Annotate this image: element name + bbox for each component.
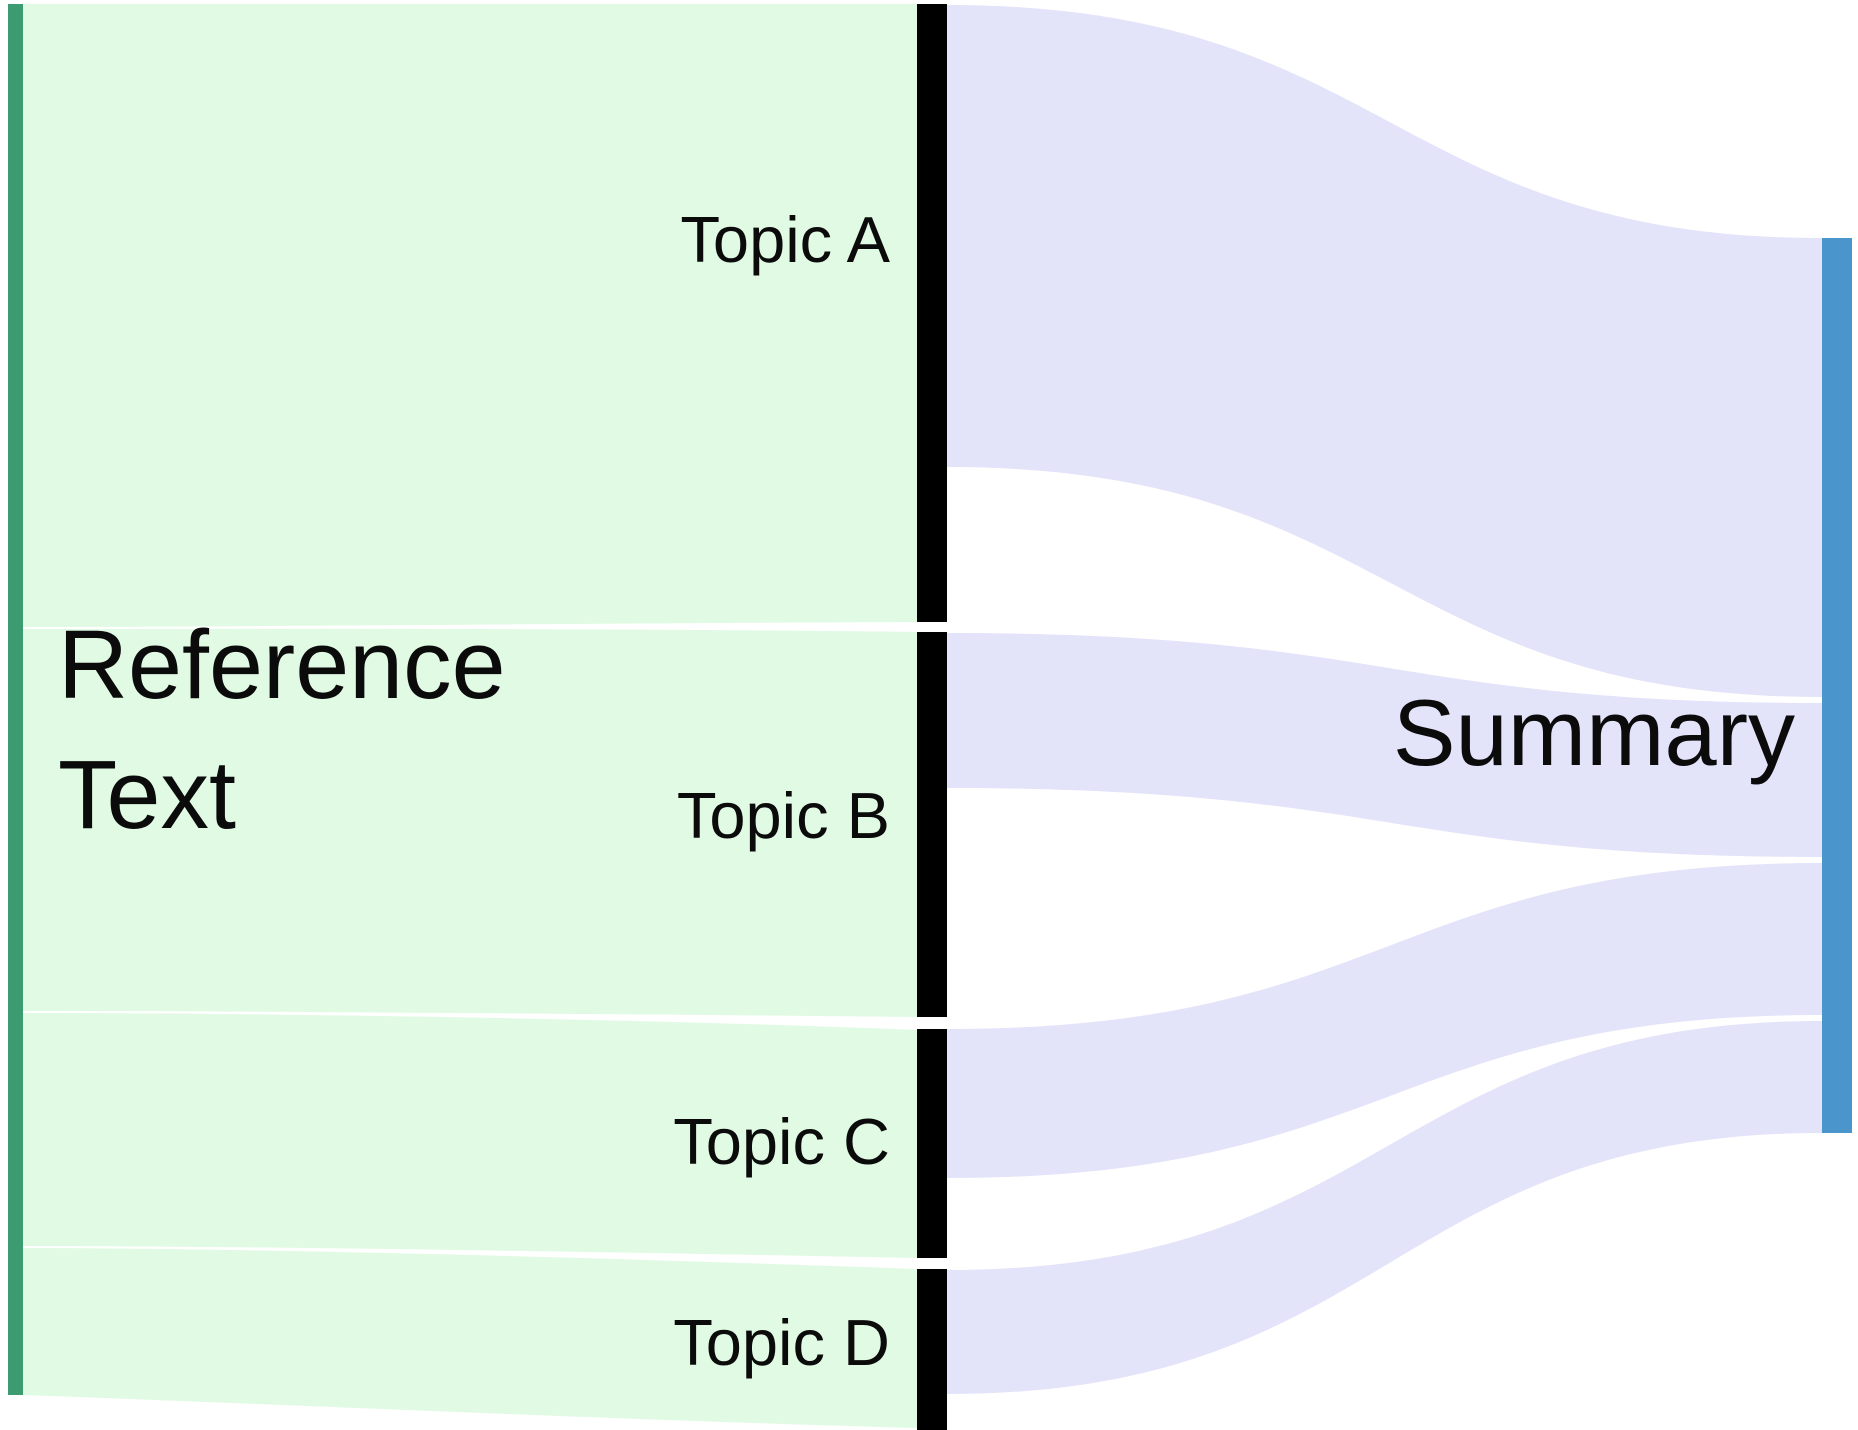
flow-reference-to-topic-a	[23, 4, 917, 627]
topic-c-node-bar	[917, 1029, 947, 1258]
flow-reference-to-topic-c	[23, 1013, 917, 1258]
reference-text-label-line2: Text	[58, 740, 236, 849]
topic-d-node-bar	[917, 1269, 947, 1430]
reference-text-label: Reference Text	[58, 600, 506, 860]
flow-reference-to-topic-b	[23, 628, 917, 1017]
topic-c-label: Topic C	[673, 1105, 890, 1178]
topic-b-label: Topic B	[676, 779, 890, 852]
topic-a-node-bar	[917, 4, 947, 622]
flow-topic-c-to-summary	[947, 863, 1822, 1178]
topic-d-label: Topic D	[673, 1306, 890, 1379]
reference-text-node-bar	[8, 4, 23, 1395]
topic-b-node-bar	[917, 632, 947, 1017]
summary-label: Summary	[1392, 680, 1795, 785]
flow-reference-to-topic-d	[23, 1248, 917, 1428]
topic-a-label: Topic A	[680, 203, 890, 276]
flow-topic-d-to-summary	[947, 1021, 1822, 1394]
flow-topic-b-to-summary	[947, 633, 1822, 857]
reference-text-label-line1: Reference	[58, 610, 506, 719]
summary-node-bar	[1822, 238, 1852, 1133]
flow-topic-a-to-summary	[947, 5, 1822, 697]
